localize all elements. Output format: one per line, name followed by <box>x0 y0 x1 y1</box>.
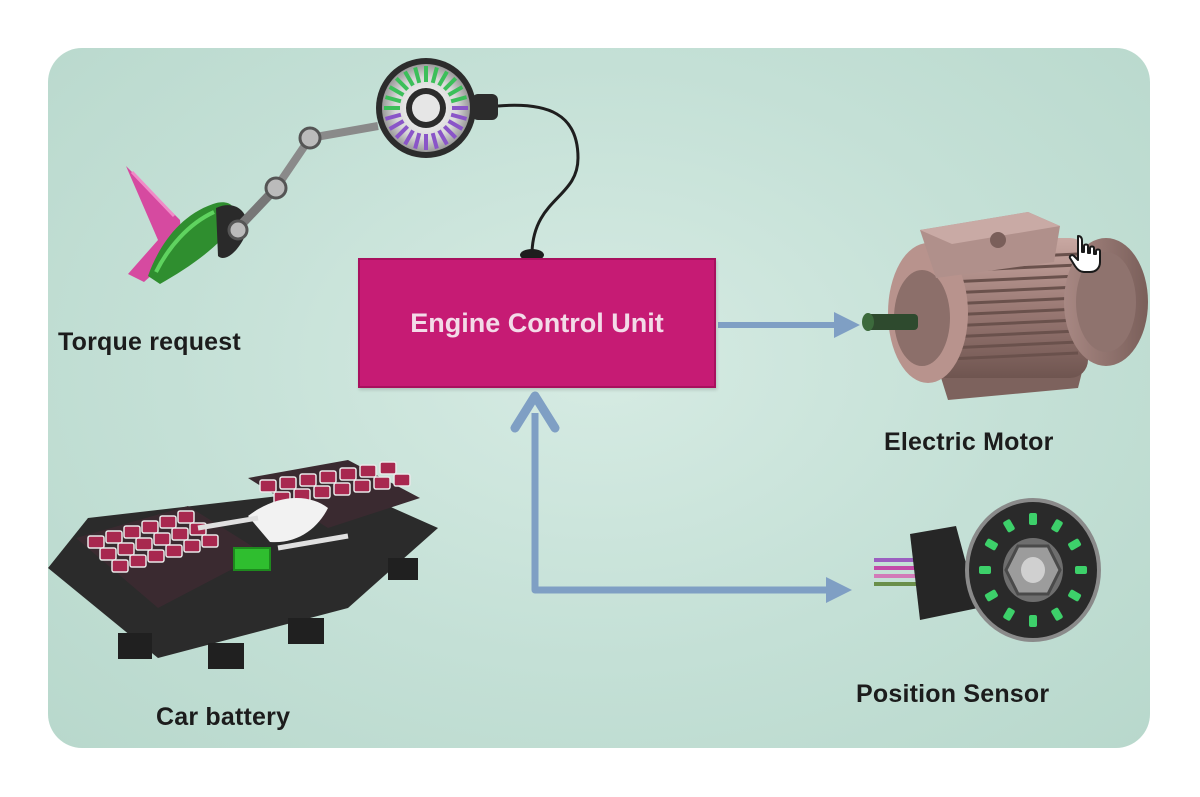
signal-cable <box>497 103 580 253</box>
hand-cursor-icon <box>1068 235 1101 273</box>
slide-frame: Engine Control Unit Torque request Elect… <box>48 48 1150 748</box>
electric-motor-icon <box>862 212 1148 400</box>
engine-control-unit-box: Engine Control Unit <box>358 258 716 388</box>
arrow-sensor-to-ecu <box>510 391 852 603</box>
position-sensor-icon <box>874 498 1101 642</box>
pedal-icon <box>126 58 498 284</box>
ecu-label: Engine Control Unit <box>410 307 664 338</box>
arrow-ecu-to-motor <box>718 312 860 338</box>
position-sensor-label: Position Sensor <box>856 680 1050 708</box>
electric-motor-label: Electric Motor <box>884 428 1054 456</box>
diagram-canvas <box>48 58 1148 669</box>
battery-pack-icon <box>48 460 438 669</box>
torque-request-label: Torque request <box>58 328 241 356</box>
car-battery-label: Car battery <box>156 703 291 731</box>
